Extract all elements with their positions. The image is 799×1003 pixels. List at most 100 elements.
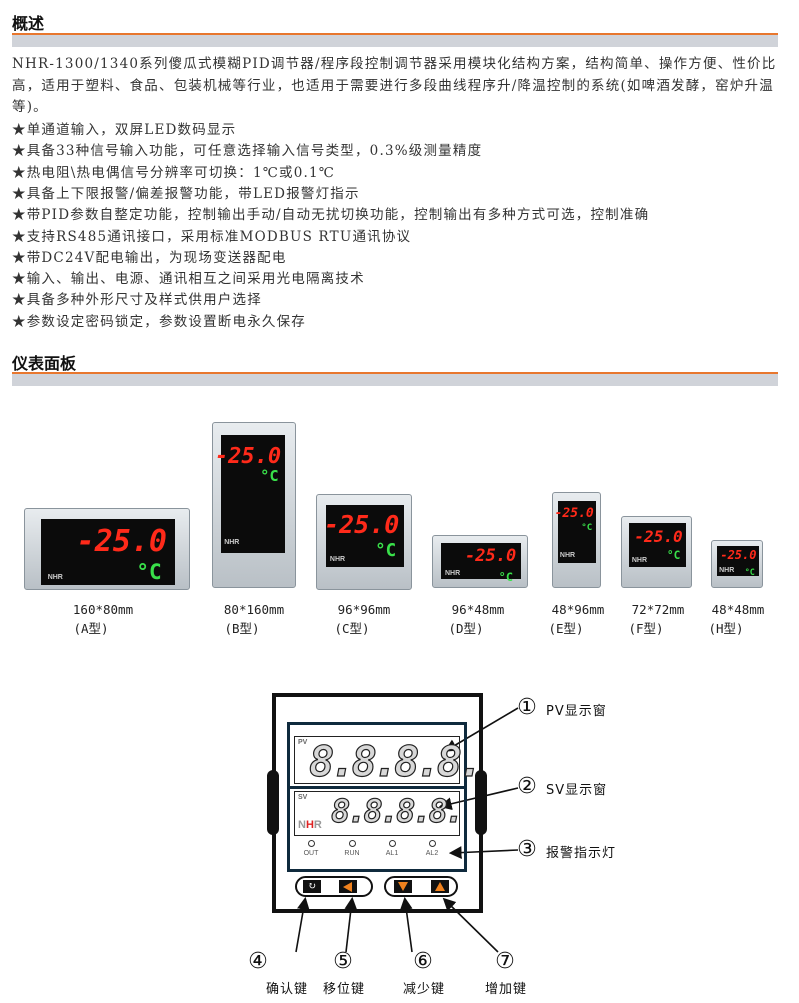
left-key-group: ↻ xyxy=(295,876,373,897)
feature-item: ★带DC24V配电输出，为现场变送器配电 xyxy=(12,249,287,266)
model-type: (H型) xyxy=(708,621,744,636)
right-clip xyxy=(475,770,487,835)
frame-divider xyxy=(287,786,467,789)
section-title-overview: 概述 xyxy=(12,14,45,33)
product-image: -25.0°C NHR xyxy=(316,494,412,590)
pv-window: PV 8.8.8.8. xyxy=(294,736,484,787)
sv-readout: °C xyxy=(744,567,755,578)
model-type: (E型) xyxy=(548,621,584,636)
key-label: 减少键 xyxy=(402,982,445,997)
product-screen: -25.0 °C NHR xyxy=(717,546,759,578)
pv-readout: -25.0 xyxy=(634,526,683,546)
section-title-panel: 仪表面板 xyxy=(12,354,77,373)
sv-readout: °C xyxy=(498,569,513,584)
down-arrow-icon xyxy=(398,882,408,891)
up-key[interactable] xyxy=(431,880,449,893)
model-size: 80*160mm xyxy=(223,602,285,617)
led-indicator xyxy=(429,840,436,847)
model-size: 96*96mm xyxy=(337,602,391,617)
pv-readout: -25.0 xyxy=(76,524,167,560)
led-indicator xyxy=(389,840,396,847)
brand-logo: NHR xyxy=(47,574,63,582)
feature-item: ★支持RS485通讯接口，采用标准MODBUS RTU通讯协议 xyxy=(12,228,412,245)
model-type: (A型) xyxy=(73,621,109,636)
left-arrow-icon xyxy=(343,882,352,892)
model-type: (F型) xyxy=(628,621,664,636)
callout-number: ② xyxy=(517,774,537,799)
key-number: ⑤ xyxy=(333,949,353,974)
down-key[interactable] xyxy=(394,880,412,893)
callout-number: ③ xyxy=(517,837,537,862)
brand-logo: NHR xyxy=(445,569,461,577)
sv-digits: 8.8.8.8. xyxy=(330,791,464,830)
model-size: 72*72mm xyxy=(631,602,685,617)
callout-number: ① xyxy=(517,695,537,720)
sv-tag: SV xyxy=(298,794,308,801)
model-type: (B型) xyxy=(224,621,260,636)
pv-readout: -25.0 xyxy=(214,444,282,470)
divider-band xyxy=(12,35,778,47)
divider xyxy=(12,33,778,35)
feature-item: ★输入、输出、电源、通讯相互之间采用光电隔离技术 xyxy=(12,271,365,288)
model-type: (C型) xyxy=(334,621,370,636)
enter-key-icon[interactable]: ↻ xyxy=(303,880,321,893)
sv-readout: °C xyxy=(136,560,162,584)
feature-item: ★参数设定密码锁定，参数设置断电永久保存 xyxy=(12,313,306,330)
feature-item: ★带PID参数自整定功能，控制输出手动/自动无扰切换功能，控制输出有多种方式可选… xyxy=(12,207,650,224)
key-number: ④ xyxy=(248,949,268,974)
brand-logo: NHR xyxy=(631,557,648,565)
divider xyxy=(12,372,778,374)
product-screen: -25.0°C NHR xyxy=(41,519,175,585)
product-screen: -25.0 °C NHR xyxy=(629,523,686,567)
led-indicator xyxy=(308,840,315,847)
brand-logo: NHR xyxy=(224,538,240,546)
up-arrow-icon xyxy=(435,882,445,891)
sv-window: SV 8.8.8.8. NHR xyxy=(294,791,465,836)
pv-tag: PV xyxy=(298,739,308,746)
product-screen: -25.0 °C NHR xyxy=(554,501,596,563)
key-number: ⑥ xyxy=(413,949,433,974)
key-label: 移位键 xyxy=(322,982,365,997)
product-image: -25.0 °C NHR xyxy=(432,535,528,588)
pv-readout: -25.0 xyxy=(324,509,400,539)
sv-readout: °C xyxy=(375,540,397,561)
product-screen: -25.0 °C NHR xyxy=(441,543,521,584)
left-clip xyxy=(267,770,279,835)
model-type: (D型) xyxy=(448,621,484,636)
product-image: -25.0°C NHR xyxy=(24,508,190,590)
product-image: -25.0 °C NHR xyxy=(552,492,601,588)
feature-item: ★具备多种外形尺寸及样式供用户选择 xyxy=(12,292,262,309)
sv-readout: °C xyxy=(581,523,593,534)
callout-label: 报警指示灯 xyxy=(546,846,617,861)
product-image: -25.0 °C NHR xyxy=(711,540,763,588)
shift-key[interactable] xyxy=(339,880,357,893)
model-size: 96*48mm xyxy=(451,602,505,617)
brand-logo: NHR xyxy=(329,556,346,564)
key-number: ⑦ xyxy=(495,949,515,974)
pv-digits: 8.8.8.8. xyxy=(308,736,484,786)
pv-readout: -25.0 xyxy=(554,505,594,521)
callout-label: SV显示窗 xyxy=(546,783,608,798)
model-size: 160*80mm xyxy=(72,602,134,617)
pv-readout: -25.0 xyxy=(720,548,757,563)
brand-logo: NHR xyxy=(719,567,735,575)
brand-logo: NHR xyxy=(298,819,322,831)
led-label: RUN xyxy=(344,850,360,857)
callout-label: PV显示窗 xyxy=(546,704,607,719)
key-label: 确认键 xyxy=(265,982,308,997)
pv-readout: -25.0 xyxy=(465,545,517,566)
feature-item: ★单通道输入，双屏LED数码显示 xyxy=(12,122,237,138)
brand-logo: NHR xyxy=(559,552,576,560)
model-size: 48*96mm xyxy=(551,602,605,617)
right-key-group xyxy=(384,876,458,897)
feature-item: ★具备上下限报警/偏差报警功能，带LED报警灯指示 xyxy=(12,185,360,202)
key-label: 增加键 xyxy=(484,982,527,997)
sv-readout: °C xyxy=(666,548,681,562)
divider-band xyxy=(12,374,778,386)
intro-paragraph: NHR-1300/1340系列傻瓜式模糊PID调节器/程序段控制调节器采用模块化… xyxy=(12,56,777,115)
feature-item: ★热电阻\热电偶信号分辨率可切换：1℃或0.1℃ xyxy=(12,164,336,181)
feature-item: ★具备33种信号输入功能，可任意选择输入信号类型，0.3%级测量精度 xyxy=(12,143,483,160)
product-image: -25.0 °C NHR xyxy=(621,516,692,588)
display-frame xyxy=(287,722,467,872)
